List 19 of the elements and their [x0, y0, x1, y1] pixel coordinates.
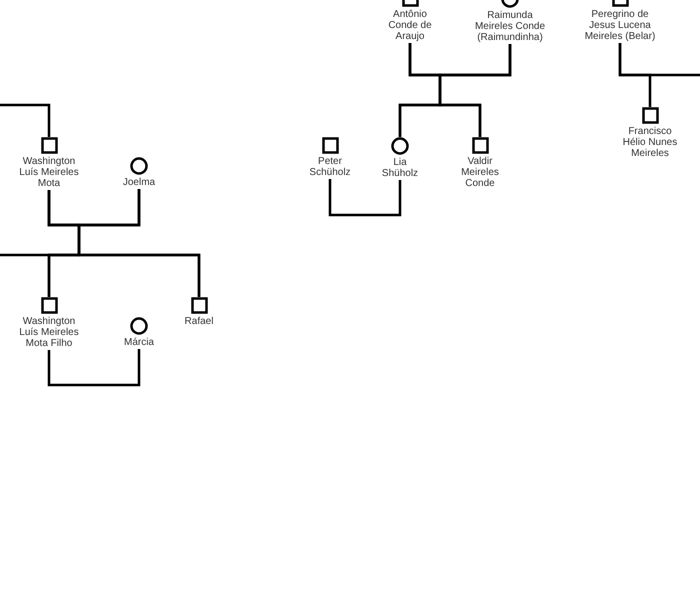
- person-name: Márcia: [124, 337, 154, 348]
- family-line: [48, 349, 140, 386]
- person-name: Raimunda Meireles Conde (Raimundinha): [474, 10, 546, 43]
- family-line: [618, 43, 652, 107]
- person-name: Francisco Hélio Nunes Meireles: [622, 126, 678, 159]
- person-name: Peregrino de Jesus Lucena Meireles (Belar): [584, 9, 656, 42]
- family-line: [0, 104, 50, 137]
- family-line: [78, 189, 200, 297]
- person-name: Joelma: [122, 177, 156, 188]
- person-name: Washington Luís Meireles Mota: [18, 156, 80, 189]
- person-name: Antônio Conde de Araujo: [387, 9, 433, 42]
- person-name: Lia Shüholz: [380, 157, 420, 179]
- person-name: Peter Schüholz: [308, 156, 352, 178]
- person-name: Washington Luís Meireles Mota Filho: [18, 316, 80, 349]
- family-line: [438, 44, 512, 137]
- person-name: Rafael: [184, 316, 214, 327]
- family-line: [0, 190, 80, 256]
- family-line: [328, 179, 402, 216]
- person-name: Valdir Meireles Conde: [460, 156, 500, 189]
